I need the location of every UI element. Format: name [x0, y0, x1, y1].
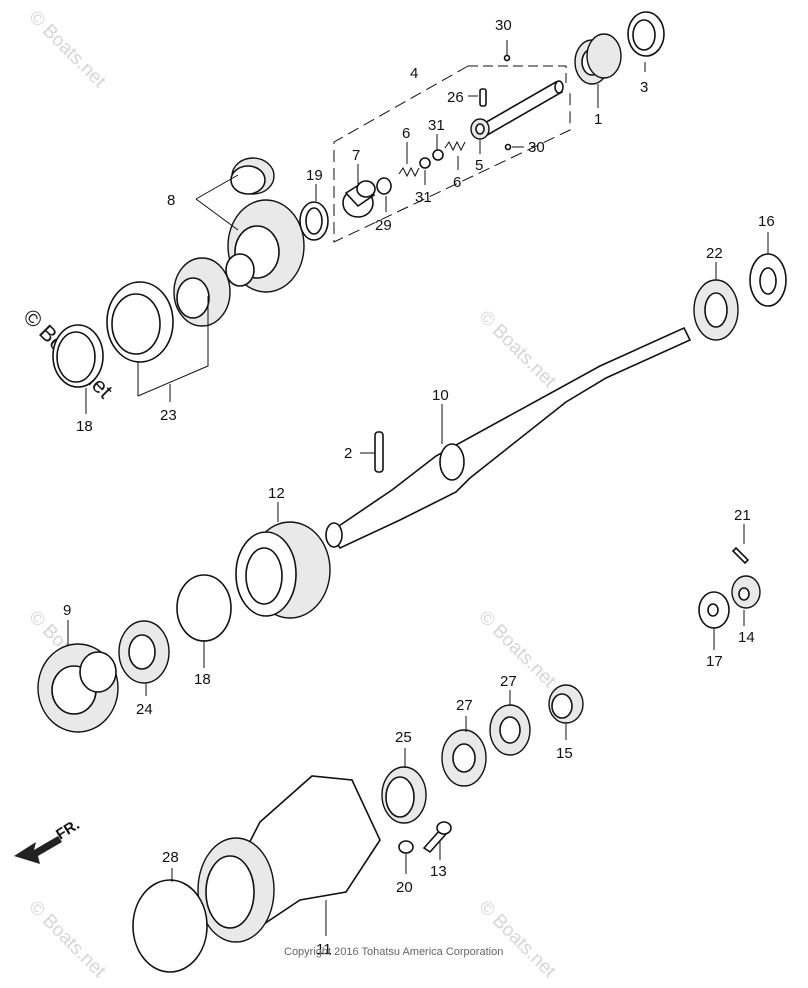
watermark-text: © Boats.net — [24, 897, 110, 983]
part-label-4: 4 — [410, 65, 418, 82]
part-label-8: 8 — [167, 192, 175, 209]
part-label-1: 1 — [594, 111, 602, 128]
part-labels: 30 3 4 26 1 31 6 7 30 5 8 19 31 6 29 16 … — [63, 17, 775, 958]
bolt-part — [422, 821, 452, 854]
thrust-bearing-part — [693, 279, 739, 341]
bevel-gear-part — [225, 199, 305, 293]
part-label-25: 25 — [395, 729, 412, 746]
part-label-30: 30 — [495, 17, 512, 34]
plunger-part — [342, 180, 376, 218]
dot-part — [504, 143, 512, 151]
nut-part — [731, 575, 761, 609]
clutch-part — [235, 521, 331, 619]
part-label-27: 27 — [500, 673, 517, 690]
part-label-31: 31 — [428, 117, 445, 134]
propeller-shaft-part — [325, 326, 692, 550]
part-label-16: 16 — [758, 213, 775, 230]
part-label-30: 30 — [528, 139, 545, 156]
part-label-6: 6 — [453, 174, 461, 191]
part-label-10: 10 — [432, 387, 449, 404]
shim-part — [52, 324, 104, 388]
part-label-11: 11 — [316, 941, 332, 958]
part-label-21: 21 — [734, 507, 751, 524]
part-label-31: 31 — [415, 189, 432, 206]
part-label-28: 28 — [162, 849, 179, 866]
roller-bearing-part — [173, 257, 231, 327]
ball-part — [432, 149, 444, 161]
cotter-pin-part — [731, 546, 750, 565]
watermark-text: © Boats.net — [24, 7, 110, 93]
part-label-23: 23 — [160, 407, 177, 424]
part-label-22: 22 — [706, 245, 723, 262]
part-label-2: 2 — [344, 445, 352, 462]
bearing-housing-part — [197, 775, 381, 943]
washer-part — [698, 591, 730, 629]
part-label-12: 12 — [268, 485, 285, 502]
front-direction-arrow: FR. — [14, 816, 83, 864]
part-label-3: 3 — [640, 79, 648, 96]
leader-lines — [67, 40, 769, 936]
part-label-9: 9 — [63, 602, 71, 619]
ball-part — [419, 157, 431, 169]
circlip-part — [376, 177, 392, 195]
spring-part — [398, 140, 466, 178]
needle-bearing-part — [381, 766, 427, 824]
watermark-text: © Boats.net — [474, 607, 560, 693]
watermark-text: © Boats.net — [474, 897, 560, 983]
part-label-14: 14 — [738, 629, 755, 646]
oil-seal-part — [489, 704, 531, 756]
part-label-7: 7 — [352, 147, 360, 164]
ball-bearing-part — [118, 620, 170, 684]
part-label-24: 24 — [136, 701, 153, 718]
part-label-18: 18 — [194, 671, 211, 688]
part-label-19: 19 — [306, 167, 323, 184]
washer-part — [398, 840, 414, 854]
oil-seal-part — [441, 729, 487, 787]
copyright-text: Copyright 2016 Tohatsu America Corporati… — [284, 946, 503, 958]
shift-assembly-group — [333, 11, 665, 243]
o-ring-part — [176, 574, 232, 642]
watermark-text: © Boats.net — [474, 307, 560, 393]
reverse-gear-part — [37, 643, 119, 733]
part-label-5: 5 — [475, 157, 483, 174]
leader-line — [137, 296, 209, 402]
part-label-29: 29 — [375, 217, 392, 234]
part-label-15: 15 — [556, 745, 573, 762]
bearing-race-part — [106, 281, 174, 363]
part-label-17: 17 — [706, 653, 723, 670]
clutch-dog-part — [574, 33, 622, 85]
part-label-26: 26 — [447, 89, 464, 106]
part-label-27: 27 — [456, 697, 473, 714]
pinion-gear-part — [230, 157, 275, 195]
ring-part — [627, 11, 665, 57]
part-label-6: 6 — [402, 125, 410, 142]
part-label-20: 20 — [396, 879, 413, 896]
part-label-18: 18 — [76, 418, 93, 435]
shim-ring-part — [299, 201, 329, 241]
shifter-part — [470, 118, 490, 140]
thrust-washer-part — [749, 253, 787, 307]
plug-part — [548, 684, 584, 724]
o-ring-part — [132, 879, 208, 973]
pin-part — [479, 88, 487, 107]
pin-part — [374, 431, 384, 473]
part-label-13: 13 — [430, 863, 447, 880]
dot-part — [503, 54, 511, 62]
